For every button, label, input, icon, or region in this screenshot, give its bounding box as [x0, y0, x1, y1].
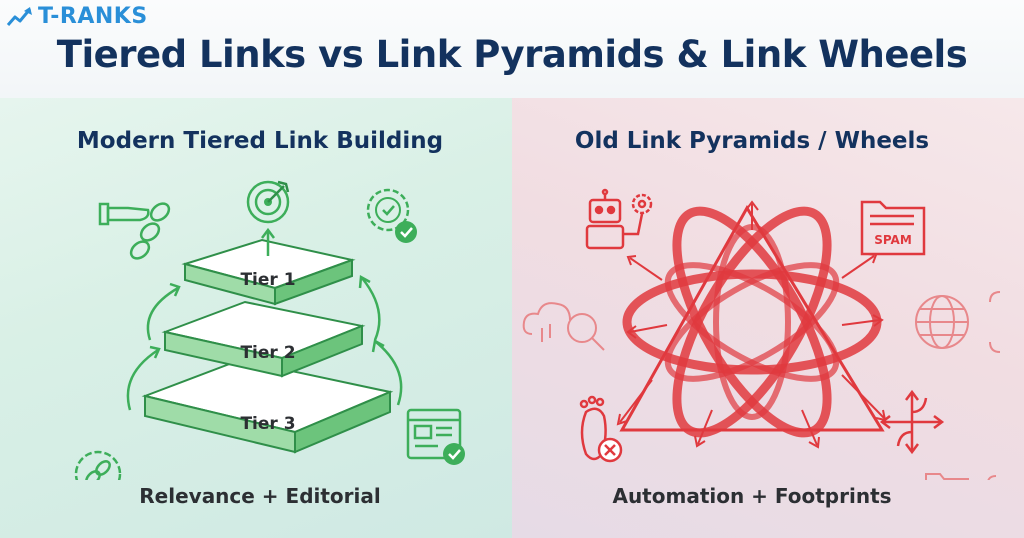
- brand-logo: T-RANKS: [6, 4, 148, 29]
- tier-stack-illustration: Tier 3 Tier 2 Tier 1: [74, 180, 465, 480]
- tier-3-slab: Tier 3: [141, 358, 394, 454]
- logo-chart-icon: [6, 6, 32, 26]
- verified-badge-icon: [366, 188, 417, 243]
- tier-3-label: Tier 3: [240, 414, 295, 434]
- webpage-check-icon: [406, 408, 465, 465]
- link-gear-icon: [74, 450, 122, 480]
- curved-arrows-left: [126, 282, 181, 411]
- footprint-icon: [579, 395, 623, 463]
- folder-x-icon: [925, 473, 997, 480]
- tier-1-label: Tier 1: [240, 270, 295, 290]
- tier-2-slab: Tier 2: [161, 300, 366, 378]
- tier-1-slab: Tier 1: [181, 238, 356, 306]
- spam-label: SPAM: [874, 233, 912, 247]
- tangled-links: [616, 200, 887, 449]
- logo-text: T-RANKS: [38, 4, 148, 29]
- left-panel-title: Modern Tiered Link Building: [76, 128, 444, 154]
- right-panel-background: [512, 98, 1024, 538]
- target-icon: [246, 180, 290, 224]
- tier-2-label: Tier 2: [240, 343, 295, 363]
- cloud-search-icon: [522, 302, 605, 351]
- curved-arrows-right: [358, 274, 403, 406]
- spam-folder-icon: SPAM: [860, 200, 926, 256]
- right-panel-title: Old Link Pyramids / Wheels: [574, 128, 930, 154]
- right-panel-caption: Automation + Footprints: [612, 484, 892, 508]
- header-background: [0, 0, 1024, 110]
- hand-link-icon: [98, 202, 171, 260]
- robot-icon: [585, 188, 653, 250]
- up-arrow-icon: [261, 227, 275, 256]
- globe-icon: [915, 291, 1001, 353]
- arrows-icon: [879, 389, 945, 455]
- link-wheel-illustration: SPAM: [522, 188, 1001, 480]
- page-title: Tiered Links vs Link Pyramids & Link Whe…: [56, 33, 968, 76]
- left-panel-caption: Relevance + Editorial: [139, 484, 381, 508]
